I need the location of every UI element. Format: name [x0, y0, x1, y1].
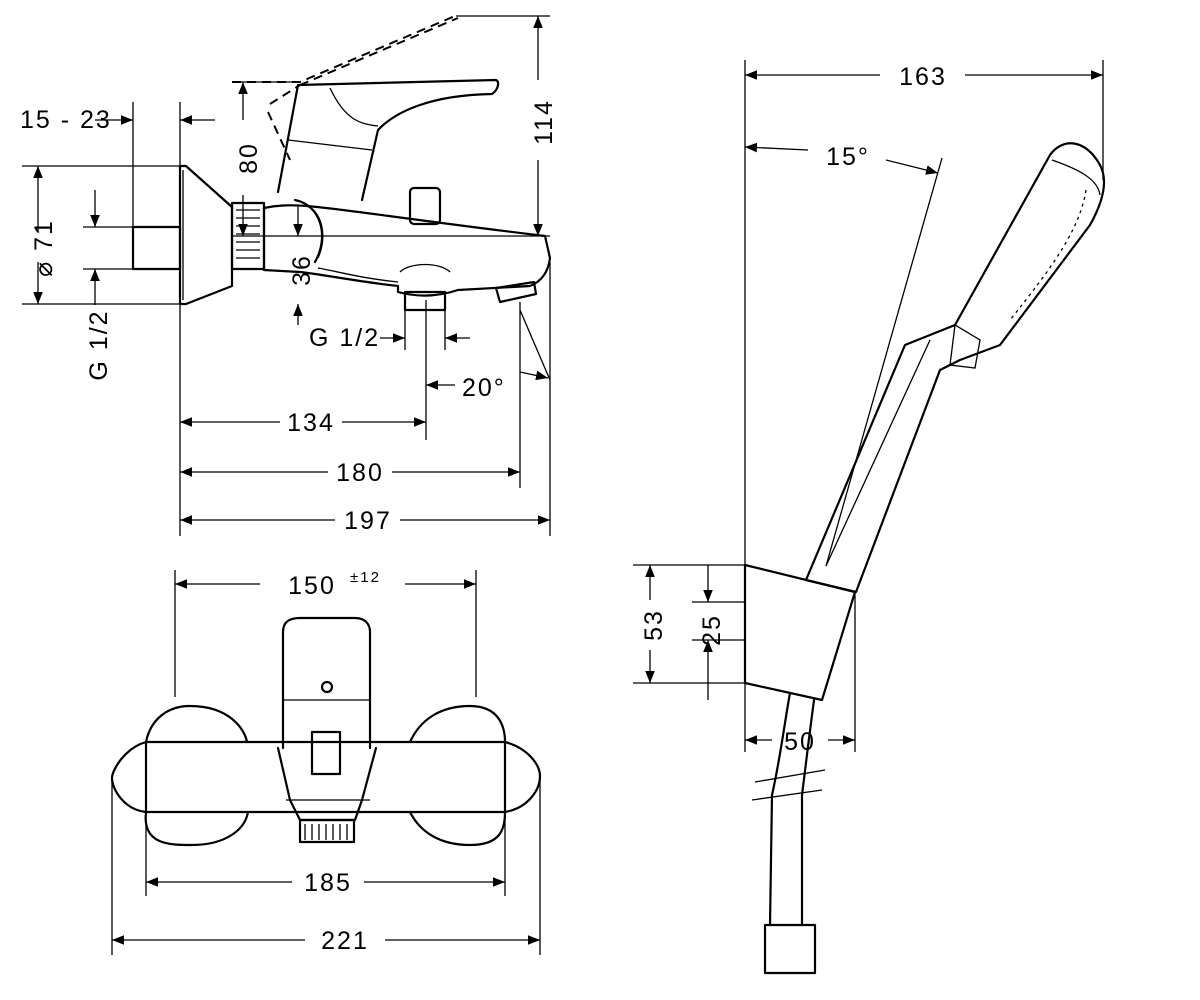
front-handle — [281, 616, 372, 750]
front-aerator — [298, 818, 356, 844]
dim-180: 180 — [336, 459, 384, 487]
lever-handle — [276, 78, 500, 202]
front-view-dimensions: 150 ±12 185 221 — [111, 569, 541, 955]
dim-221: 221 — [321, 927, 369, 955]
dim-185: 185 — [304, 869, 352, 897]
front-view-drawing — [110, 616, 542, 847]
side-view-drawing — [131, 15, 552, 312]
front-spout — [276, 746, 378, 822]
shower-dimensions: 163 15° 53 25 50 — [633, 60, 1104, 756]
dim-80: 80 — [235, 142, 263, 174]
shower-handle — [804, 142, 1106, 594]
shower-holder — [743, 563, 857, 702]
dim-g12-left: G 1/2 — [85, 309, 113, 380]
dim-20-deg: 20° — [462, 374, 506, 402]
dim-g12-bottom: G 1/2 — [309, 324, 380, 352]
left-rosette — [144, 704, 249, 744]
front-body — [144, 740, 507, 814]
side-view-dimensions: 15 - 23 ⌀ 71 G 1/2 80 114 36 G 1/2 20° 1… — [20, 15, 558, 536]
dim-197: 197 — [344, 507, 392, 535]
shower-hose — [768, 691, 792, 927]
dim-150: 150 — [288, 572, 336, 600]
dim-15-23: 15 - 23 — [20, 106, 112, 134]
hand-shower-drawing — [743, 142, 1106, 975]
shower-connection — [403, 290, 447, 312]
dim-134: 134 — [287, 409, 335, 437]
dim-53: 53 — [640, 609, 668, 641]
dim-150-tolerance: ±12 — [350, 569, 381, 586]
wall-nipple — [131, 225, 182, 271]
spout-outlet — [494, 280, 538, 304]
dim-114: 114 — [530, 99, 558, 145]
dim-36: 36 — [288, 254, 316, 286]
dim-diameter-71: ⌀ 71 — [30, 219, 58, 277]
dim-15-deg: 15° — [826, 143, 870, 171]
escutcheon — [178, 164, 234, 306]
diverter-knob — [408, 186, 442, 226]
dim-163: 163 — [899, 63, 947, 91]
dim-50: 50 — [784, 728, 816, 756]
front-diverter — [310, 730, 342, 776]
dim-25: 25 — [698, 614, 726, 646]
right-rosette — [408, 704, 507, 744]
hose-nut — [763, 923, 817, 975]
